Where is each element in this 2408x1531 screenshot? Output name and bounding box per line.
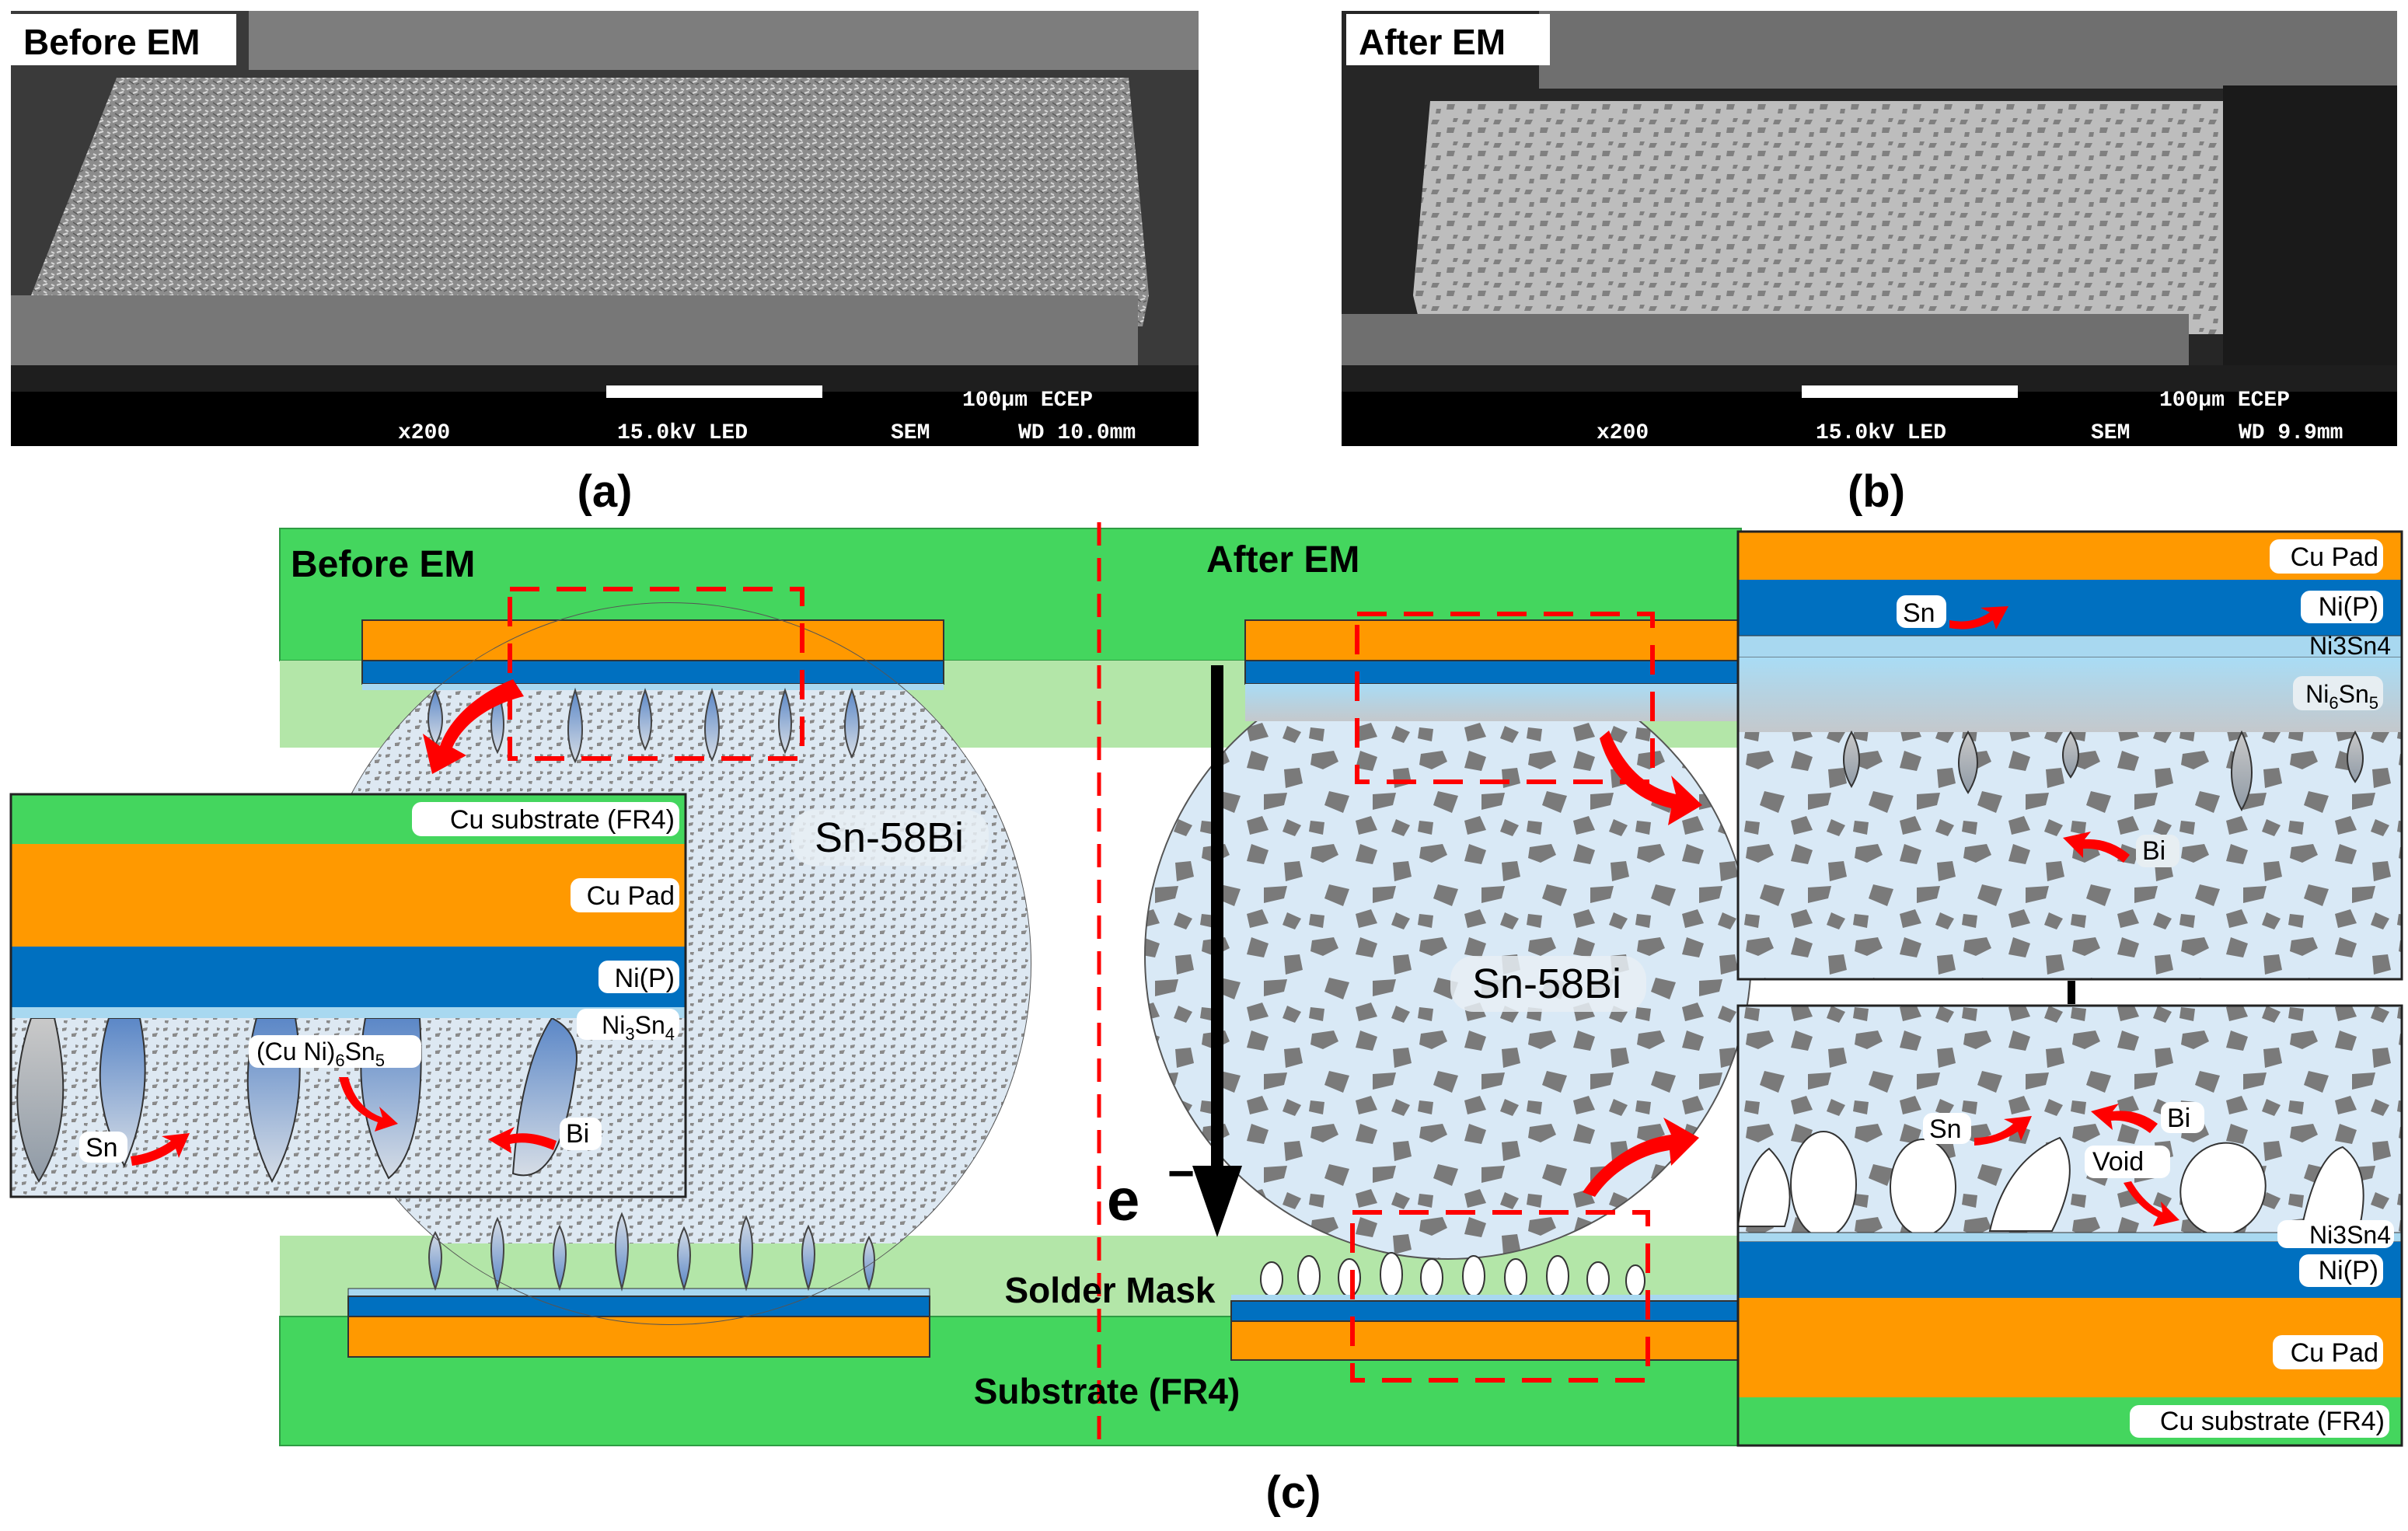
sem-a-wd: WD 10.0mm <box>1018 421 1136 445</box>
zoom-box-right-bottom <box>1350 1210 1650 1383</box>
right-bottom-cu-pad <box>1230 1320 1742 1361</box>
sem-b-mag: x200 <box>1597 421 1649 445</box>
right-top-nip <box>1244 660 1742 685</box>
inset-br-voids <box>1736 1131 2364 1238</box>
inset-left: Cu substrate (FR4) Cu Pad Ni(P) Ni3Sn4 (… <box>9 793 687 1198</box>
zoom-box-left-top <box>508 587 804 761</box>
inset-left-cu-pad-label: Cu Pad <box>587 881 675 911</box>
schematic-before-title: Before EM <box>291 544 475 585</box>
sem-b-scale: 100µm ECEP <box>2159 389 2290 413</box>
inset-br-ni3sn4-label: Ni3Sn4 <box>2309 1221 2391 1249</box>
sem-a-mode: SEM <box>891 421 930 445</box>
inset-left-imc-label: (Cu Ni)6Sn5 <box>257 1038 385 1070</box>
sem-a-mag: x200 <box>398 421 450 445</box>
inset-left-ni3sn4-label: Ni3Sn4 <box>602 1011 675 1044</box>
sem-b-mode: SEM <box>2091 421 2130 445</box>
schematic-after-title: After EM <box>1206 539 1359 581</box>
solder-mask-label: Solder Mask <box>1005 1270 1216 1310</box>
sem-a-scale: 100µm ECEP <box>962 389 1093 413</box>
alloy-label-right: Sn-58Bi <box>1472 961 1621 1007</box>
left-top-nip <box>361 660 944 685</box>
right-bottom-nip <box>1230 1300 1742 1322</box>
substrate-label: Substrate (FR4) <box>974 1371 1240 1411</box>
inset-left-bi-label: Bi <box>566 1119 589 1149</box>
inset-tr-imc-fingers <box>1843 730 2364 812</box>
inset-tr-nip-label: Ni(P) <box>2319 592 2378 622</box>
sem-a-kv: 15.0kV LED <box>617 421 748 445</box>
arrow-left-top <box>423 679 524 774</box>
caption-a: (a) <box>578 466 633 517</box>
inset-tr-ni3sn4 <box>1737 635 2403 658</box>
inset-br-sn-arrow <box>1974 1116 2032 1146</box>
inset-left-sn-arrow <box>131 1133 190 1166</box>
sem-b-wd: WD 9.9mm <box>2239 421 2343 445</box>
arrow-right-bottom <box>1583 1118 1699 1197</box>
inset-br-sn-label: Sn <box>1929 1114 1962 1144</box>
inset-tr-cu-pad-label: Cu Pad <box>2291 542 2378 572</box>
inset-top-right: Cu Pad Ni(P) Ni3Sn4 Ni6Sn5 Sn Bi <box>1736 530 2403 981</box>
alloy-label-left: Sn-58Bi <box>815 814 964 861</box>
zoom-box-right-top <box>1355 612 1655 784</box>
electron-superscript: − <box>1167 1147 1195 1199</box>
caption-b: (b) <box>1848 466 1905 517</box>
inset-tr-ni3sn4-label: Ni3Sn4 <box>2309 632 2391 660</box>
electron-label: e <box>1107 1167 1139 1233</box>
inset-tr-ni6sn5-label: Ni6Sn5 <box>2305 680 2378 713</box>
inset-br-nip <box>1738 1242 2402 1298</box>
caption-c: (c) <box>1266 1467 1321 1518</box>
inset-left-imc-arrow <box>339 1077 398 1132</box>
left-top-imc <box>428 687 860 764</box>
sem-b-kv: 15.0kV LED <box>1816 421 1946 445</box>
inset-left-ni3sn4 <box>11 1007 686 1018</box>
arrow-right-top <box>1600 731 1702 825</box>
right-top-cu-pad <box>1244 619 1742 661</box>
inset-left-bi-arrow <box>488 1127 557 1153</box>
inset-tr-bi-arrow <box>2063 832 2130 863</box>
schematic-c: e − Before EM After EM Sn-58Bi Sn-58Bi S… <box>279 522 1752 1447</box>
inset-tr-sn-label: Sn <box>1903 598 1935 628</box>
left-bottom-cu-pad <box>347 1316 930 1358</box>
inset-tr-sn-arrow <box>1949 606 2008 629</box>
inset-left-sn-label: Sn <box>86 1133 118 1163</box>
inset-tr-bi-label: Bi <box>2142 836 2165 866</box>
inset-br-nip-label: Ni(P) <box>2319 1256 2378 1285</box>
inset-br-cu-pad-label: Cu Pad <box>2291 1338 2378 1368</box>
left-bottom-nip <box>347 1296 930 1317</box>
electron-flow-arrow <box>1192 665 1242 1237</box>
inset-left-nip <box>11 947 686 1007</box>
sem-b-tag: After EM <box>1359 22 1506 62</box>
sem-image-b: After EM 100µm ECEP x200 15.0kV LED SEM … <box>1342 11 2397 446</box>
sem-a-tag: Before EM <box>23 22 200 62</box>
inset-br-bi-label: Bi <box>2167 1104 2190 1133</box>
inset-bottom-right: Sn Bi Void Ni3Sn4 Ni(P) Cu Pad Cu substr… <box>1736 1004 2403 1447</box>
inset-br-bi-arrow <box>2091 1104 2158 1133</box>
inset-br-void-arrow <box>2124 1181 2179 1226</box>
inset-left-cu-substrate-label: Cu substrate (FR4) <box>450 805 675 835</box>
inset-left-nip-label: Ni(P) <box>615 964 675 993</box>
inset-br-cu-substrate-label: Cu substrate (FR4) <box>2160 1407 2385 1436</box>
inset-br-void-label: Void <box>2092 1147 2144 1177</box>
inset-tr-ni6sn5 <box>1738 657 2402 732</box>
left-bottom-imc <box>428 1212 875 1292</box>
sem-image-a: Before EM 100µm ECEP x200 15.0kV LED SEM… <box>11 11 1199 446</box>
inset-tr-nip <box>1738 580 2402 636</box>
